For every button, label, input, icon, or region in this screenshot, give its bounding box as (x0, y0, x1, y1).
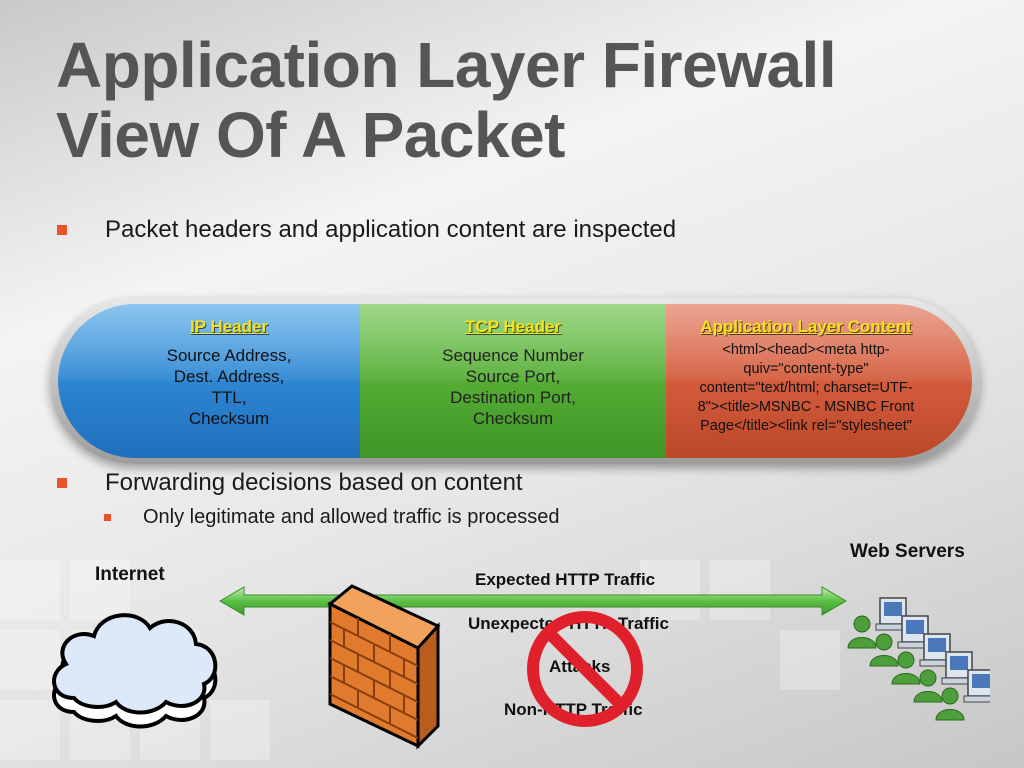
packet-diagram: IP Header Source Address, Dest. Address,… (58, 304, 972, 458)
bullet-text: Forwarding decisions based on content (105, 469, 523, 496)
tcp-header-segment: TCP Header Sequence Number Source Port, … (360, 304, 666, 458)
ip-field: Source Address, (166, 346, 292, 365)
app-content-line: 8"><title>MSNBC - MSNBC Front (697, 399, 915, 415)
application-content-body: <html><head><meta http- quiv="content-ty… (666, 341, 946, 436)
bullet-forwarding-decisions: Forwarding decisions based on content (57, 469, 523, 497)
bullet-marker (57, 225, 67, 235)
sub-bullet-text: Only legitimate and allowed traffic is p… (143, 506, 560, 528)
app-content-line: content="text/html; charset=UTF- (699, 380, 913, 396)
app-content-line: <html><head><meta http- (722, 342, 890, 358)
ip-field: Dest. Address, (173, 367, 285, 386)
slide-title-line-1: Application Layer Firewall (56, 29, 837, 101)
firewall-icon (327, 584, 441, 750)
tcp-header-fields: Sequence Number Source Port, Destination… (360, 345, 666, 429)
ip-field: Checksum (188, 409, 270, 428)
ip-field: TTL, (211, 388, 247, 407)
bullet-packet-inspection: Packet headers and application content a… (57, 216, 676, 244)
tcp-field: Source Port, (465, 367, 561, 386)
prohibited-icon (527, 611, 643, 727)
app-content-line: Page</title><link rel="stylesheet" (700, 418, 912, 434)
application-content-title: Application Layer Content (700, 317, 912, 336)
internet-label: Internet (95, 564, 165, 585)
cloud-icon (52, 613, 218, 729)
bullet-text: Packet headers and application content a… (105, 216, 677, 243)
traffic-arrow (219, 586, 847, 616)
expected-traffic-label: Expected HTTP Traffic (475, 570, 656, 589)
tcp-field: Sequence Number (442, 346, 584, 365)
web-servers-label: Web Servers (850, 541, 965, 562)
app-content-line: quiv="content-type" (743, 361, 869, 377)
bullet-marker (57, 478, 67, 488)
slide-title: Application Layer Firewall View Of A Pac… (56, 29, 837, 171)
web-servers-icon (847, 597, 990, 721)
ip-header-title: IP Header (189, 317, 269, 336)
ip-header-segment: IP Header Source Address, Dest. Address,… (58, 304, 360, 458)
application-content-segment: Application Layer Content <html><head><m… (666, 304, 972, 458)
tcp-field: Destination Port, (450, 388, 576, 407)
ip-header-fields: Source Address, Dest. Address, TTL, Chec… (98, 345, 360, 429)
tcp-header-title: TCP Header (464, 317, 562, 336)
tcp-field: Checksum (472, 409, 554, 428)
sub-bullet-legitimate-traffic: Only legitimate and allowed traffic is p… (104, 506, 560, 529)
sub-bullet-marker (104, 514, 111, 521)
slide-title-line-2: View Of A Packet (56, 99, 565, 171)
